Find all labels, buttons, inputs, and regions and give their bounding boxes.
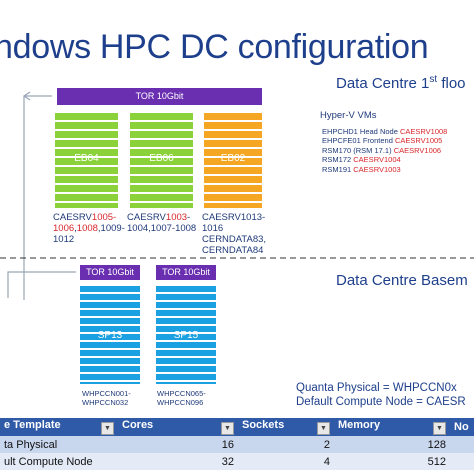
column-header-cores[interactable]: Cores▼ bbox=[118, 418, 238, 436]
rack-sp13-servers: WHPCCN001-WHPCCN032 bbox=[82, 389, 131, 407]
table-cell: 32 bbox=[118, 453, 238, 470]
hyperv-vm-item: RSM172 CAESRV1004 bbox=[322, 155, 401, 165]
table-row: ult Compute Node 32 4 512 bbox=[0, 453, 474, 470]
tor-switch-sp15: TOR 10Gbit bbox=[156, 265, 216, 280]
table-cell bbox=[450, 436, 474, 453]
rack-eb02-servers: CAESRV1013-1016 CERNDATA83, CERNDATA84 bbox=[202, 212, 267, 256]
table-cell: 128 bbox=[334, 436, 450, 453]
tor-switch-top: TOR 10Gbit bbox=[57, 88, 262, 105]
hyperv-title: Hyper-V VMs bbox=[320, 110, 377, 121]
rack-eb04: EB04 bbox=[55, 113, 118, 208]
hyperv-vm-item: RSM170 (RSM 17.1) CAESRV1006 bbox=[322, 145, 442, 155]
table-row: ta Physical 16 2 128 bbox=[0, 436, 474, 453]
table-cell: ta Physical bbox=[0, 436, 118, 453]
rack-label: EB04 bbox=[74, 153, 99, 164]
node-template-table: e Template▼ Cores▼ Sockets▼ Memory▼ No t… bbox=[0, 418, 474, 470]
rack-sp13: SP13 bbox=[80, 286, 140, 384]
rack-label: EB02 bbox=[220, 153, 246, 164]
table-cell bbox=[450, 453, 474, 470]
hyperv-vm-item: RSM191 CAESRV1003 bbox=[322, 164, 401, 174]
filter-dropdown-icon[interactable]: ▼ bbox=[221, 422, 234, 435]
column-header-no[interactable]: No bbox=[450, 418, 474, 436]
column-header-memory[interactable]: Memory▼ bbox=[334, 418, 450, 436]
hyperv-vm-item: EHPCFE01 Frontend CAESRV1005 bbox=[322, 136, 443, 146]
filter-dropdown-icon[interactable]: ▼ bbox=[433, 422, 446, 435]
table-cell: 512 bbox=[334, 453, 450, 470]
rack-eb06-servers: CAESRV1003-1004,1007-1008 bbox=[127, 212, 197, 234]
hyperv-vm-item: EHPCHD1 Head Node CAESRV1008 bbox=[322, 127, 448, 136]
rack-sp15-servers: WHPCCN065-WHPCCN096 bbox=[157, 389, 206, 407]
table-cell: ult Compute Node bbox=[0, 453, 118, 470]
hyperv-list: EHPCHD1 Head Node CAESRV1008 EHPCFE01 Fr… bbox=[322, 127, 447, 174]
basement-section-label: Data Centre Basem bbox=[336, 272, 468, 289]
rack-label: EB06 bbox=[149, 153, 174, 164]
table-cell: 2 bbox=[238, 436, 334, 453]
default-node-legend-line: Default Compute Node = CAESR bbox=[296, 396, 466, 408]
column-header-sockets[interactable]: Sockets▼ bbox=[238, 418, 334, 436]
tor-switch-sp13: TOR 10Gbit bbox=[80, 265, 140, 280]
table-header-row: e Template▼ Cores▼ Sockets▼ Memory▼ No bbox=[0, 418, 474, 436]
uplink-line-floor bbox=[23, 95, 52, 300]
rack-label: SP15 bbox=[173, 330, 199, 341]
quanta-legend-line: Quanta Physical = WHPCCN0x bbox=[296, 382, 457, 394]
rack-eb02: EB02 bbox=[204, 113, 262, 208]
table-cell: 16 bbox=[118, 436, 238, 453]
rack-eb06: EB06 bbox=[130, 113, 193, 208]
column-header-template[interactable]: e Template▼ bbox=[0, 418, 118, 436]
rack-sp15: SP15 bbox=[156, 286, 216, 384]
rack-label: SP13 bbox=[97, 330, 123, 341]
rack-eb04-servers: CAESRV1005-1006,1008,1009-1012 bbox=[53, 212, 125, 245]
arrow-head-icon bbox=[23, 91, 31, 101]
uplink-line-basement bbox=[7, 271, 76, 298]
filter-dropdown-icon[interactable]: ▼ bbox=[101, 422, 114, 435]
floor-section-label: Data Centre 1st floo bbox=[336, 74, 466, 93]
filter-dropdown-icon[interactable]: ▼ bbox=[317, 422, 330, 435]
page-title: ndows HPC DC configuration bbox=[0, 28, 429, 66]
table-cell: 4 bbox=[238, 453, 334, 470]
